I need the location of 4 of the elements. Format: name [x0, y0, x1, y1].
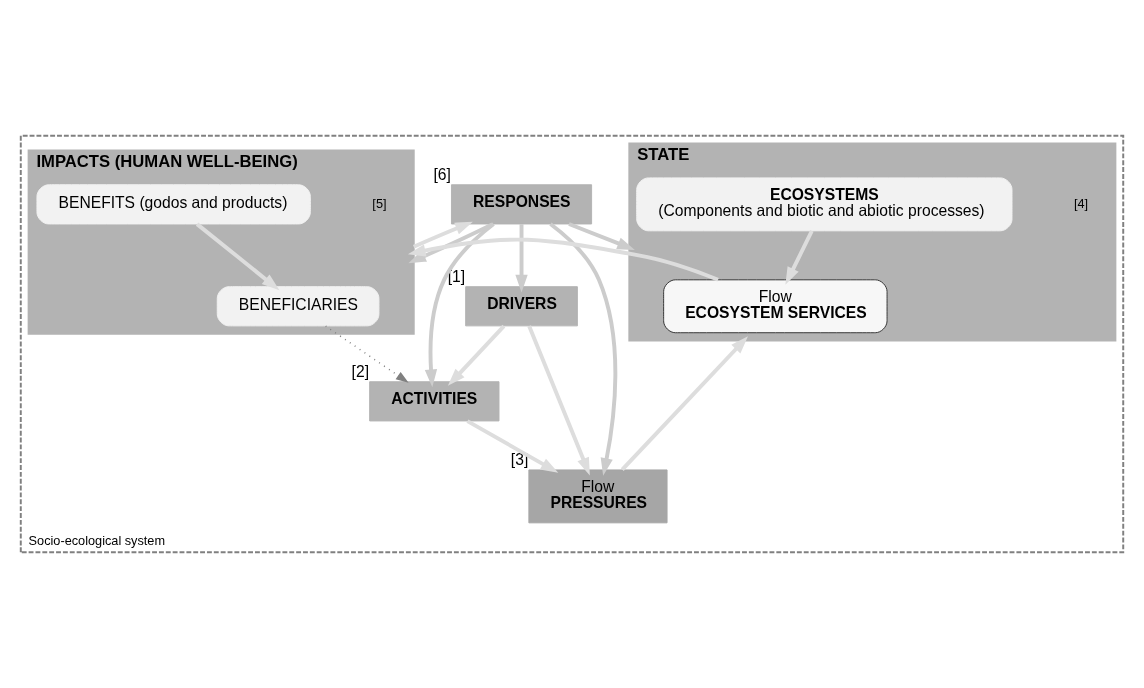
node-label: [4] — [1074, 195, 1089, 211]
node-label: [2] — [351, 362, 370, 380]
node-label: [6] — [433, 165, 451, 183]
node-label: [5] — [372, 195, 387, 211]
